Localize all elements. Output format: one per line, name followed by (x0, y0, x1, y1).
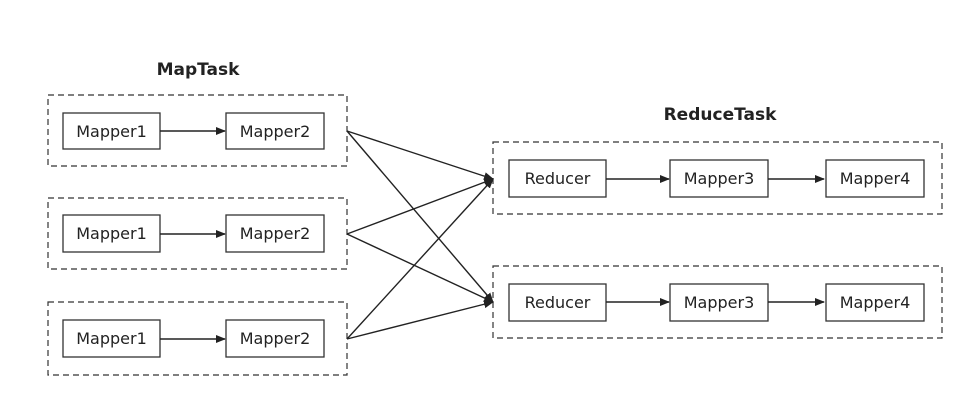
map-group-3-mapper2-label: Mapper2 (240, 329, 311, 348)
map-group-2-mapper2-box (225, 214, 325, 253)
map-group-3-mapper1-label: Mapper1 (76, 329, 147, 348)
reduce-group-2-reducer-label: Reducer (525, 293, 591, 312)
map-group-1-mapper2-box (225, 112, 325, 150)
reduce-group-1-mapper3-box (669, 159, 769, 198)
maptask-title: MapTask (157, 60, 241, 80)
map-group-2: Mapper1 Mapper2 (47, 197, 348, 270)
map-group-2-mapper2-label: Mapper2 (240, 224, 311, 243)
reduce-group-1-mapper3-label: Mapper3 (684, 169, 755, 188)
shuffle-arrow-map3-reduce2 (346, 300, 494, 340)
reduce-group-1-mapper4-label: Mapper4 (840, 169, 911, 188)
map-group-1-mapper2-label: Mapper2 (240, 122, 311, 141)
reduce-group-1-reducer-label: Reducer (525, 169, 591, 188)
map-group-1-mapper1-box (62, 112, 161, 150)
shuffle-arrow-map1-reduce1 (346, 130, 494, 180)
reduce-group-1-reducer-box (508, 159, 607, 198)
reduce-group-2-mapper4-box (825, 283, 925, 322)
shuffle-arrow-map2-reduce2 (346, 233, 494, 303)
map-group-2-mapper1-label: Mapper1 (76, 224, 147, 243)
map-group-3: Mapper1 Mapper2 (47, 301, 348, 376)
reduce-group-2: Reducer Mapper3 Mapper4 (492, 265, 943, 339)
reduce-group-1-mapper4-box (825, 159, 925, 198)
map-group-1-frame (47, 94, 348, 167)
shuffle-connections (346, 130, 494, 340)
shuffle-arrow-map3-reduce1 (346, 178, 494, 340)
reduce-group-2-mapper4-label: Mapper4 (840, 293, 911, 312)
shuffle-arrow-map1-reduce2 (346, 130, 494, 303)
map-group-1-mapper1-label: Mapper1 (76, 122, 147, 141)
shuffle-arrow-map2-reduce1 (346, 178, 494, 235)
map-group-1: Mapper1 Mapper2 (47, 94, 348, 167)
map-group-3-mapper2-box (225, 319, 325, 358)
reduce-group-2-mapper3-label: Mapper3 (684, 293, 755, 312)
map-group-2-mapper1-box (62, 214, 161, 253)
reduce-group-1: Reducer Mapper3 Mapper4 (492, 141, 943, 215)
reducetask-title: ReduceTask (664, 105, 777, 125)
